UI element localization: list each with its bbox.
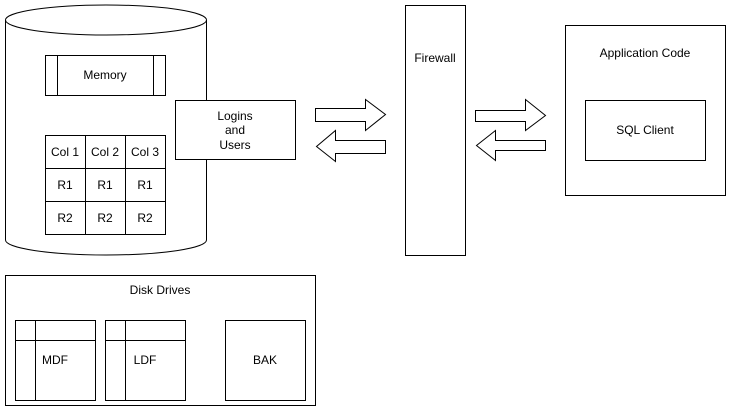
logins-label: Users — [219, 138, 250, 152]
table-cell: R1 — [137, 178, 153, 192]
table-header: Col 3 — [131, 145, 159, 159]
memory-block — [45, 55, 166, 96]
table-header: Col 2 — [91, 145, 119, 159]
logins-label: and — [225, 123, 245, 137]
table-cell: R1 — [57, 178, 73, 192]
data-table — [45, 135, 166, 235]
logins-label: Logins — [217, 109, 252, 123]
table-cell: R1 — [97, 178, 113, 192]
mdf-label: MDF — [42, 353, 68, 367]
arrow-left-icon — [315, 129, 386, 163]
ldf-label: LDF — [134, 353, 157, 367]
memory-label: Memory — [83, 68, 126, 82]
sql-client-label: SQL Client — [616, 123, 674, 137]
application-title: Application Code — [600, 46, 691, 60]
firewall-box — [405, 5, 466, 256]
mdf-file — [15, 320, 96, 401]
ldf-file — [105, 320, 186, 401]
arrow-right-icon — [475, 98, 547, 132]
firewall-label: Firewall — [414, 51, 455, 65]
arrow-right-icon — [315, 98, 387, 132]
arrow-left-icon — [475, 129, 546, 162]
bak-label: BAK — [253, 353, 277, 367]
table-header: Col 1 — [51, 145, 79, 159]
sql-client-box — [585, 100, 706, 161]
disk-drives-title: Disk Drives — [130, 283, 191, 297]
table-cell: R2 — [137, 211, 153, 225]
table-cell: R2 — [57, 211, 73, 225]
logins-box — [175, 100, 296, 160]
table-cell: R2 — [97, 211, 113, 225]
bak-file — [225, 320, 306, 401]
